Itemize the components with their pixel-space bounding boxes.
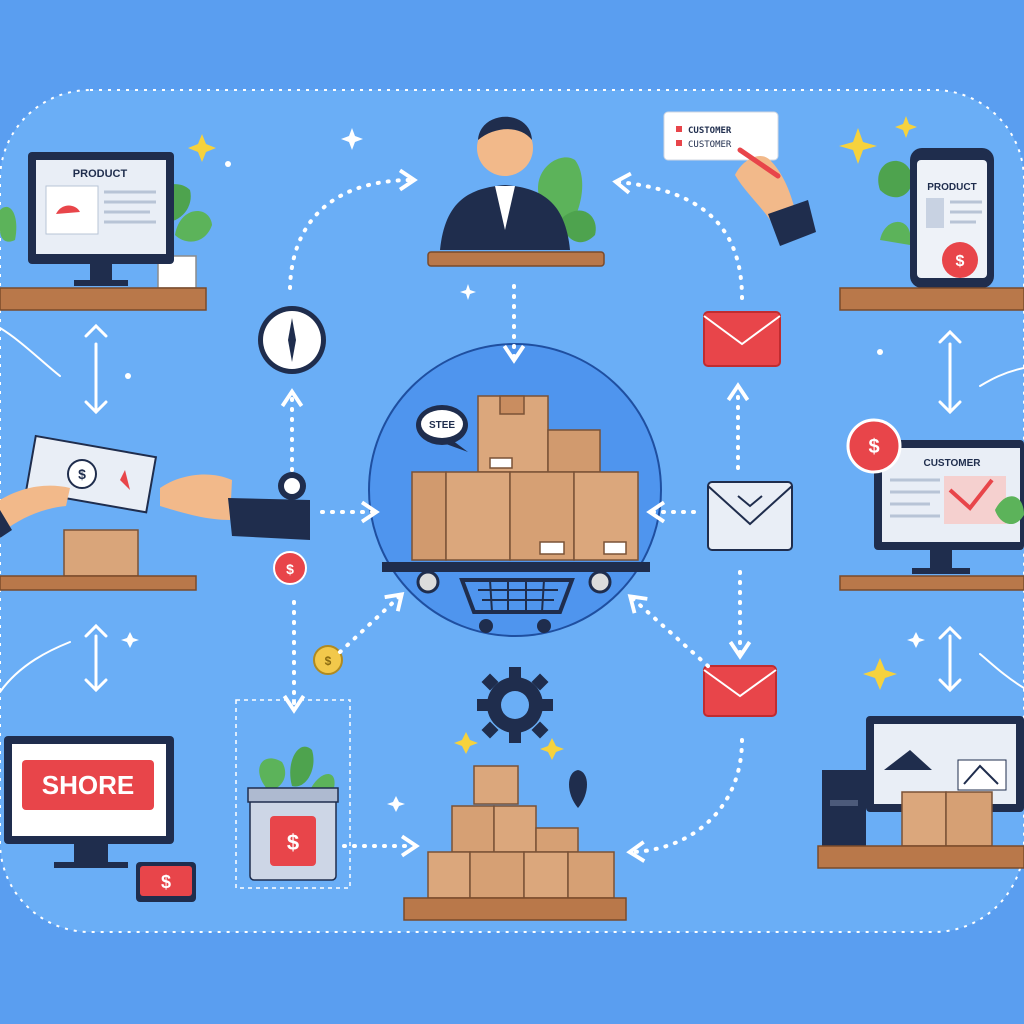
central-hub: STEE xyxy=(368,343,662,637)
store-sign-label: SHORE xyxy=(42,770,134,800)
hub-boxes xyxy=(411,395,639,561)
email-icon-top xyxy=(703,311,781,367)
customer-currency-symbol: $ xyxy=(868,436,879,458)
phone-currency-symbol: $ xyxy=(956,253,965,270)
clock-icon xyxy=(258,306,326,374)
white-sparkles xyxy=(121,128,925,812)
gear-icon xyxy=(477,667,553,743)
card-line-1: CUSTOMER xyxy=(688,126,732,136)
payment-exchange: $ xyxy=(0,434,310,591)
customer-monitor: CUSTOMER $ xyxy=(839,418,1024,591)
banknote-currency-symbol: $ xyxy=(78,466,86,482)
sparkle-decorations xyxy=(188,116,917,760)
email-icon-middle xyxy=(707,481,793,551)
mobile-product-phone: PRODUCT $ xyxy=(839,148,1024,311)
email-icon-bottom xyxy=(703,665,777,717)
phone-screen-label: PRODUCT xyxy=(927,182,976,193)
shopping-cart-icon xyxy=(382,562,650,633)
card-line-2: CUSTOMER xyxy=(688,140,732,150)
coin-icon-red: $ xyxy=(273,551,307,585)
store-monitor: SHORE $ xyxy=(4,736,196,902)
warehouse-computer xyxy=(817,716,1024,869)
gold-coin-currency-symbol: $ xyxy=(325,654,332,668)
coin-icon-dark xyxy=(278,472,306,500)
customer-screen-label: CUSTOMER xyxy=(923,458,981,469)
inventory-box-stack xyxy=(403,765,627,921)
pot-currency-symbol: $ xyxy=(287,830,299,855)
flow-arrows xyxy=(0,168,1024,863)
coin-icon-gold: $ xyxy=(313,645,343,675)
hub-bubble-text: STEE xyxy=(429,420,455,431)
card-currency-symbol: $ xyxy=(161,872,171,892)
customer-card-hand: CUSTOMER CUSTOMER xyxy=(663,111,816,246)
red-coin-currency-symbol: $ xyxy=(286,561,294,577)
location-pin-icon xyxy=(569,770,587,808)
desktop-product-monitor: PRODUCT xyxy=(0,152,212,311)
desktop-screen-label: PRODUCT xyxy=(73,168,128,180)
hub-speech-bubble: STEE xyxy=(416,405,468,452)
payment-card-icon: $ xyxy=(136,862,196,902)
customer-service-person xyxy=(427,116,605,267)
